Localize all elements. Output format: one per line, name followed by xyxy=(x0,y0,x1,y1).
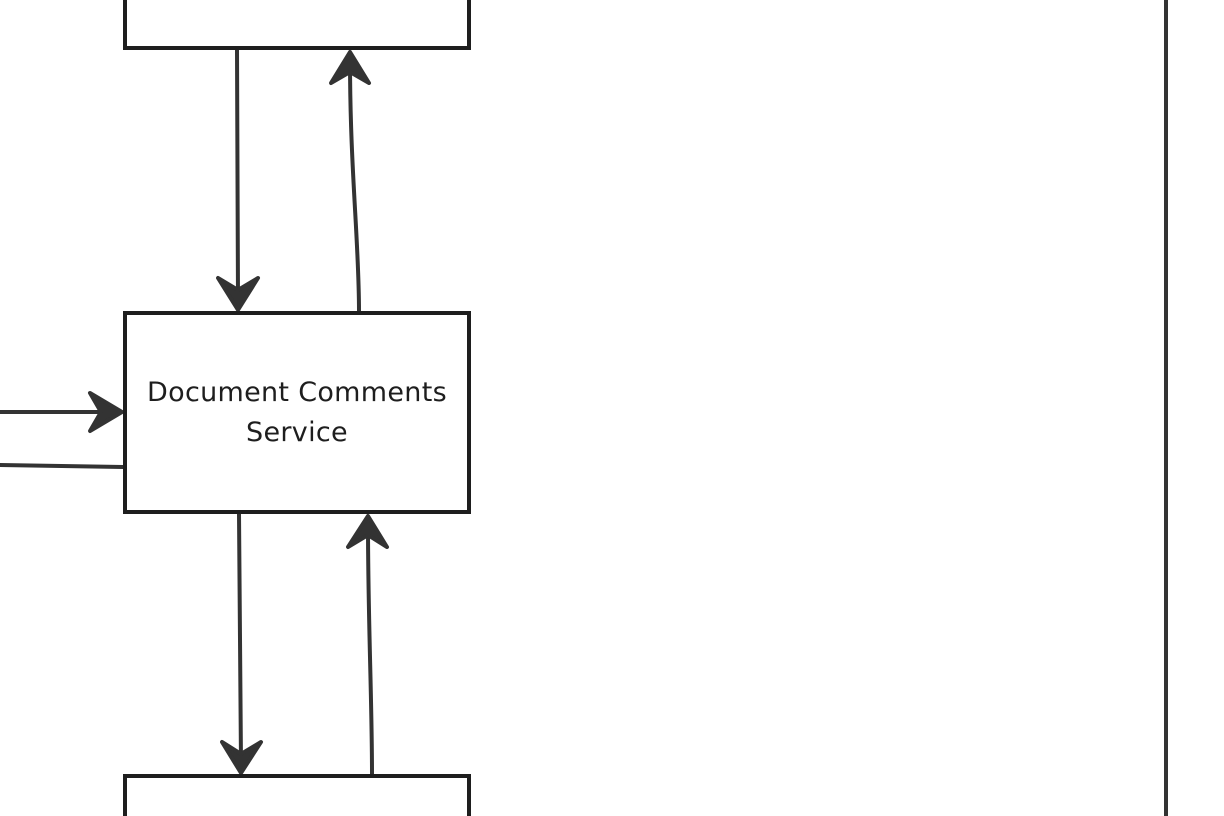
arrowhead-down-comments xyxy=(216,276,260,312)
node-bottom-service[interactable] xyxy=(123,774,471,816)
node-top-service[interactable] xyxy=(123,0,471,50)
node-document-comments-service[interactable]: Document Comments Service xyxy=(123,311,471,514)
edge-bottom-to-comments xyxy=(366,524,374,776)
edge-comments-to-bottom xyxy=(237,512,243,766)
node-comments-label-line2: Service xyxy=(246,416,348,448)
edge-top-to-comments xyxy=(235,48,240,302)
arrowhead-down-bottom xyxy=(220,740,263,775)
arrowhead-up-top xyxy=(329,50,371,85)
node-comments-label: Document Comments Service xyxy=(147,373,447,453)
node-comments-label-line1: Document Comments xyxy=(147,376,447,408)
edge-comments-to-top xyxy=(348,58,361,313)
arrowhead-right-comments xyxy=(88,391,124,433)
edge-comments-to-left xyxy=(0,463,125,469)
arrowhead-up-comments xyxy=(346,514,389,549)
